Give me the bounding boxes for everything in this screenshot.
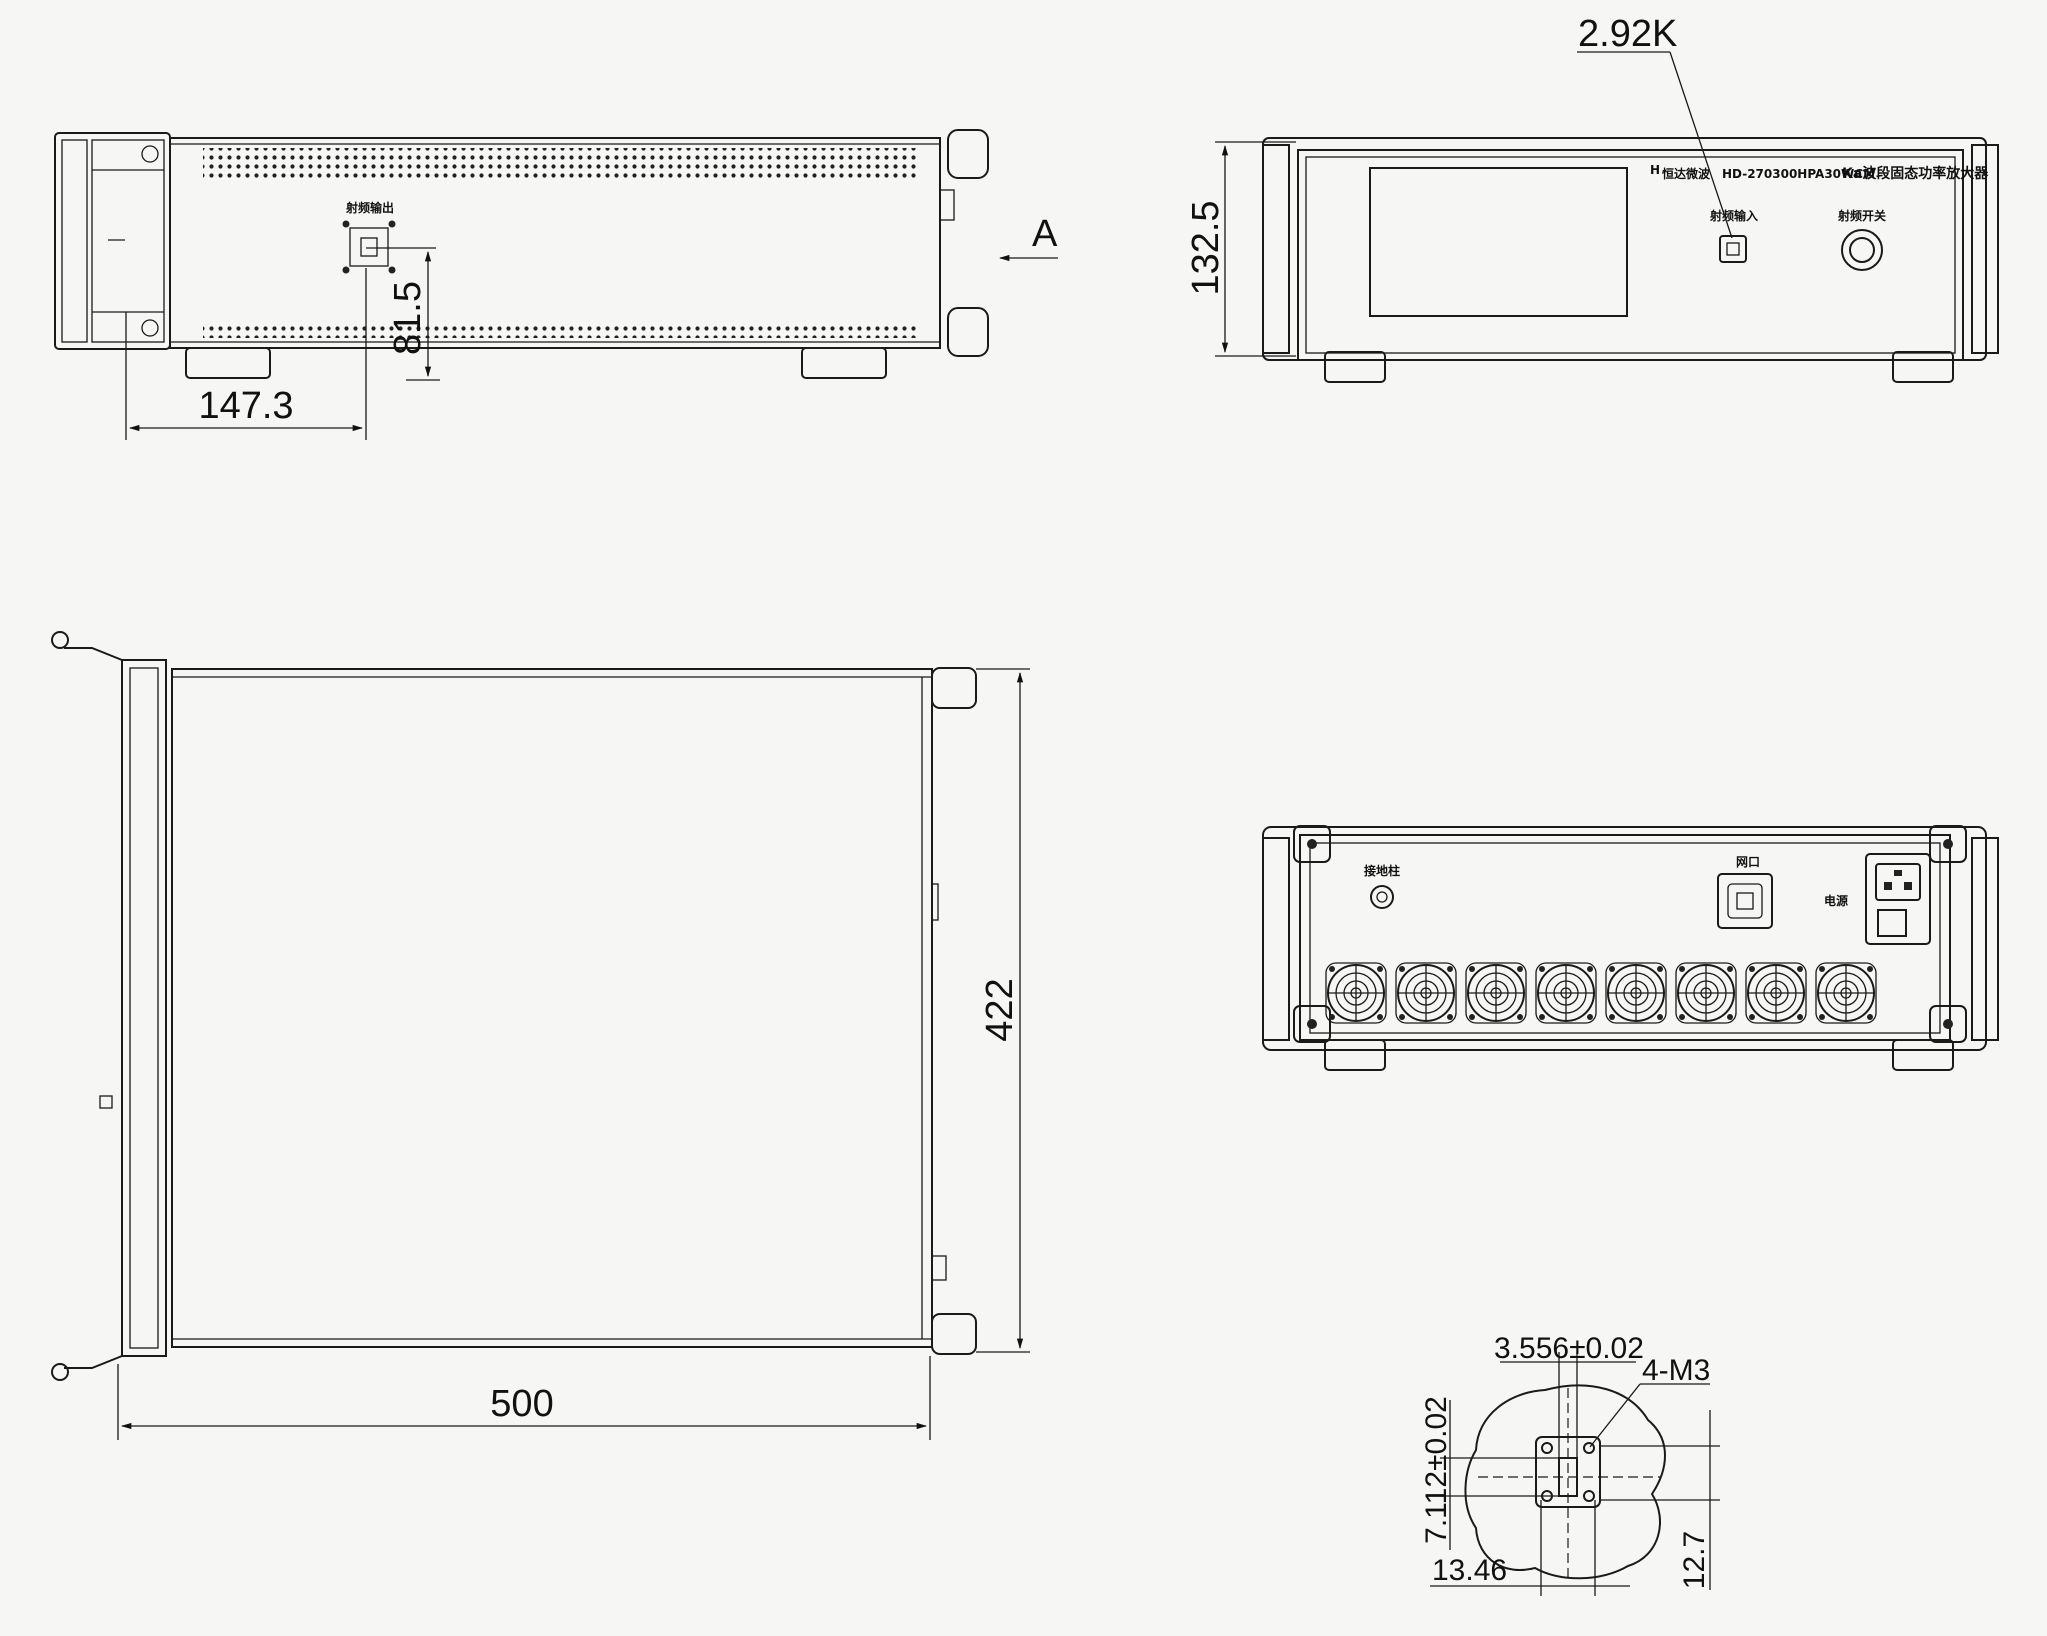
flange-dim-a: 3.556±0.02 — [1494, 1332, 1644, 1365]
flange-dim-d: 12.7 — [1678, 1531, 1711, 1589]
handle-end-icon — [51, 1363, 69, 1381]
fan-icon — [1605, 962, 1667, 1024]
side-height-dim: 81.5 — [387, 281, 429, 355]
flange-dim-c: 13.46 — [1432, 1554, 1507, 1587]
fan-icon — [1745, 962, 1807, 1024]
side-view: 射频输出 81.5 147.3 A — [54, 129, 1058, 440]
front-height-dim: 132.5 — [1185, 200, 1227, 295]
top-length-dim: 500 — [490, 1383, 553, 1425]
waveguide-aperture — [1558, 1457, 1578, 1497]
fan-icon — [1465, 962, 1527, 1024]
fan-icon — [1395, 962, 1457, 1024]
side-handle — [54, 132, 171, 350]
rf-input-label: 射频输入 — [1709, 208, 1758, 223]
product-name: Ka波段固态功率放大器 — [1842, 165, 1989, 182]
top-depth-dim: 422 — [979, 978, 1021, 1041]
power-switch[interactable] — [1877, 909, 1907, 937]
foot — [185, 347, 271, 379]
flange-face — [1535, 1436, 1601, 1508]
top-handle-arm — [64, 647, 123, 661]
network-port-icon[interactable] — [1717, 873, 1773, 929]
rear-handle-icon — [947, 307, 989, 357]
front-handle-right — [1971, 144, 1999, 354]
rf-output-connector-icon — [349, 227, 389, 267]
vent-holes-bottom — [203, 322, 917, 338]
rear-handle-icon — [931, 667, 977, 709]
power-inlet-icon[interactable] — [1865, 853, 1931, 945]
rear-handle-left — [1262, 837, 1290, 1041]
logo-icon: H — [1650, 163, 1660, 177]
side-width-dim: 147.3 — [198, 385, 293, 427]
foot — [1324, 351, 1386, 383]
rf-switch-label: 射频开关 — [1837, 208, 1886, 223]
screw-icon — [141, 145, 159, 163]
fan-icon — [1815, 962, 1877, 1024]
flange-outline — [1464, 1384, 1666, 1580]
touch-screen[interactable] — [1369, 167, 1628, 317]
fan-group — [1325, 962, 1877, 1024]
vent-holes-top — [203, 148, 917, 178]
rf-input-connector-icon[interactable] — [1719, 235, 1747, 263]
rear-handle-icon — [947, 129, 989, 179]
side-handle-grip — [61, 139, 88, 343]
rear-handle-right — [1971, 837, 1999, 1041]
ground-post-icon — [1370, 885, 1394, 909]
flange-dim-b: 7.112±0.02 — [1420, 1396, 1453, 1544]
foot — [1324, 1039, 1386, 1071]
foot — [801, 347, 887, 379]
rear-handle-icon — [931, 1313, 977, 1355]
flange-detail: 3.556±0.02 4-M3 7.112±0.02 13.46 12.7 — [1420, 1332, 1720, 1596]
logo-text: 恒达微波 — [1662, 166, 1711, 181]
ground-label: 接地柱 — [1364, 863, 1400, 878]
top-handle-bar — [121, 659, 167, 1357]
top-view: 422 500 — [51, 631, 1030, 1440]
side-handle-plate — [91, 139, 165, 343]
front-view: H 恒达微波 HD-270300HPA30WCM Ka波段固态功率放大器 射频输… — [1185, 13, 1999, 383]
view-a-marker: A — [1032, 213, 1058, 255]
network-label: 网口 — [1736, 855, 1760, 869]
rear-view: 接地柱 网口 电源 — [1262, 825, 1999, 1071]
top-handle-arm — [64, 1355, 123, 1369]
rear-panel — [1299, 834, 1951, 1041]
model-number: HD-270300HPA30WCM — [1722, 167, 1875, 181]
top-body — [171, 668, 933, 1348]
side-body — [169, 137, 941, 349]
handle-end-icon — [51, 631, 69, 649]
front-panel — [1297, 149, 1964, 361]
rf-output-label: 射频输出 — [345, 200, 394, 215]
fan-icon — [1535, 962, 1597, 1024]
power-label: 电源 — [1824, 893, 1848, 908]
flange-holes: 4-M3 — [1642, 1354, 1710, 1387]
rf-switch-button[interactable] — [1841, 229, 1883, 271]
front-handle-left — [1262, 144, 1290, 354]
foot — [1892, 351, 1954, 383]
fan-icon — [1675, 962, 1737, 1024]
screw-icon — [141, 319, 159, 337]
connector-callout: 2.92K — [1578, 13, 1677, 55]
foot — [1892, 1039, 1954, 1071]
fan-icon — [1325, 962, 1387, 1024]
